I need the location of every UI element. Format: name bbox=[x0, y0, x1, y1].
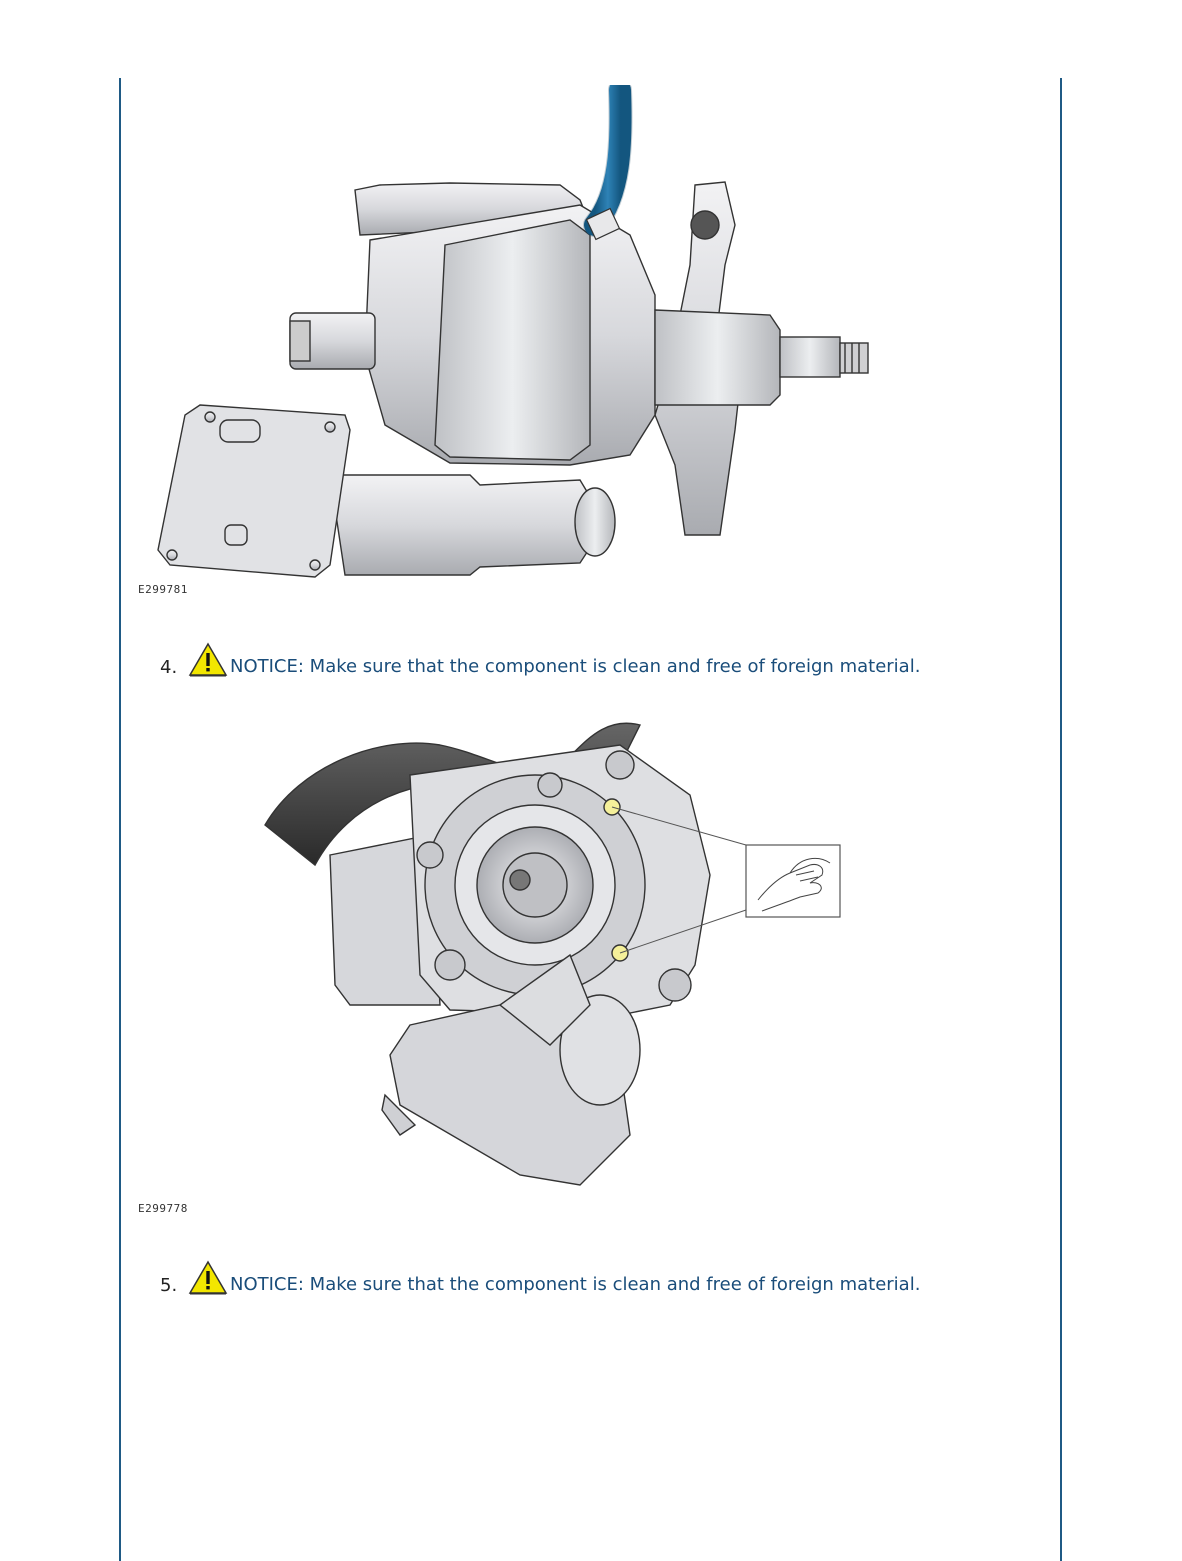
figure-label: E299781 bbox=[138, 583, 188, 596]
notice-text: NOTICE: Make sure that the component is … bbox=[230, 1274, 921, 1295]
gearbox-illustration bbox=[264, 722, 841, 1186]
step-5: 5. NOTICE: Make sure that the component … bbox=[160, 1256, 920, 1296]
warning-triangle-icon bbox=[188, 1260, 228, 1295]
steering-column-illustration bbox=[157, 85, 869, 578]
step-number: 4. bbox=[160, 657, 178, 678]
figure-steering-column-assembly: E299781 bbox=[138, 85, 890, 596]
notice-text: NOTICE: Make sure that the component is … bbox=[230, 656, 921, 677]
page-border-right bbox=[1060, 78, 1062, 1561]
page-border-left bbox=[119, 78, 121, 1561]
figure-gearbox-front-view: E299778 bbox=[138, 705, 850, 1215]
step-number: 5. bbox=[160, 1275, 178, 1296]
warning-triangle-icon bbox=[188, 642, 228, 677]
figure-label: E299778 bbox=[138, 1202, 188, 1215]
step-4: 4. NOTICE: Make sure that the component … bbox=[160, 638, 920, 678]
